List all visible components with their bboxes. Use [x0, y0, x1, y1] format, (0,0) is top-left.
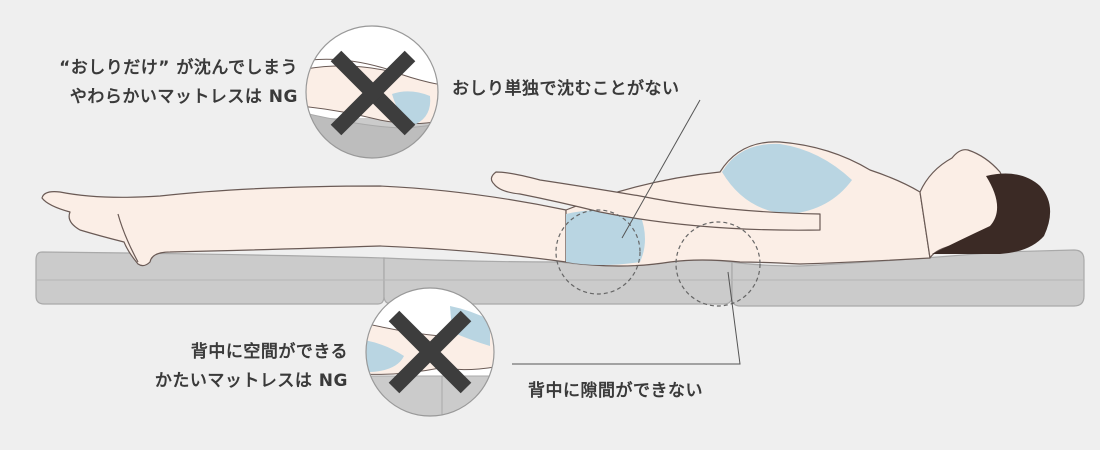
- hip-leader-line: [621, 99, 701, 239]
- swimwear-top: [722, 143, 852, 214]
- legs: [41, 185, 567, 267]
- mattress-segment-right: [731, 249, 1085, 307]
- hard-ng-line1: 背中に空間ができる: [190, 342, 348, 362]
- back-focus-circle: [675, 221, 761, 307]
- hip-ok-label: おしり単独で沈むことがない: [452, 79, 680, 99]
- soft-ng-line2: やわらかいマットレスは NG: [69, 87, 298, 107]
- mattress-segment-left: [35, 251, 385, 305]
- cross-mark-icon: [388, 310, 472, 394]
- hair: [932, 173, 1051, 254]
- hip-focus-circle: [555, 209, 641, 295]
- cross-mark-icon: [330, 50, 416, 136]
- hard-mattress-ng-label: 背中に空間ができる かたいマットレスは NG: [60, 338, 348, 396]
- swimwear-bottom: [566, 210, 645, 265]
- hard-ng-line2: かたいマットレスは NG: [154, 371, 348, 391]
- back-leader-line: [512, 271, 741, 365]
- back-ok-label: 背中に隙間ができない: [528, 381, 703, 401]
- soft-mattress-ng-inset: [305, 25, 439, 159]
- arm: [490, 171, 821, 231]
- lying-person: [41, 141, 1051, 267]
- soft-ng-line1: “おしりだけ” が沈んでしまう: [59, 58, 298, 78]
- soft-mattress-ng-label: “おしりだけ” が沈んでしまう やわらかいマットレスは NG: [14, 54, 298, 112]
- hard-mattress-ng-inset: [365, 287, 495, 417]
